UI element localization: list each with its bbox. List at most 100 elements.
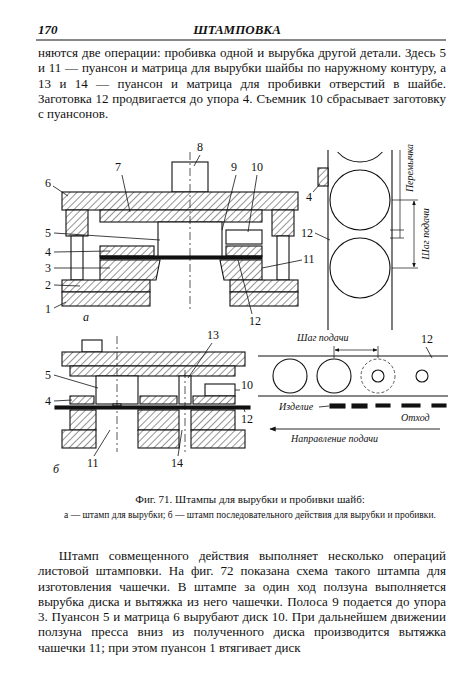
leader-lines-part — [188, 343, 212, 378]
callout-number: 2 — [44, 278, 52, 292]
callout-number: 14 — [170, 456, 184, 470]
strip-layout-b-part — [376, 404, 390, 407]
strip-layout-b-part — [378, 346, 379, 358]
die-section-b-part — [140, 396, 177, 404]
callout-number: 4 — [44, 245, 52, 259]
die-section-a-part — [100, 256, 262, 259]
leader-lines-part — [122, 175, 130, 212]
die-section-a-part — [100, 260, 160, 280]
die-section-b-part — [82, 340, 102, 352]
leader-lines-part — [54, 251, 110, 252]
callout-number: 10 — [250, 160, 264, 174]
strip-layout-a — [318, 150, 418, 330]
annotation: Отход — [400, 412, 431, 424]
leader-lines-part — [54, 233, 160, 240]
annotation: Направление подачи — [290, 433, 379, 445]
strip-layout-b-part — [402, 404, 420, 407]
die-section-b-part — [138, 410, 179, 430]
die-section-b-part — [70, 410, 96, 430]
callout-number: 4 — [44, 394, 52, 408]
leader-lines-part — [315, 233, 330, 240]
strip-layout-a-part — [318, 168, 328, 186]
die-section-a-part — [230, 280, 298, 292]
leader-lines-part — [248, 175, 257, 232]
die-section-a-part — [66, 210, 88, 236]
strip-layout-a-part — [338, 152, 383, 162]
strip-layout-a-part — [392, 268, 418, 269]
die-section-b-part — [205, 384, 235, 396]
callout-number: 7 — [114, 160, 122, 174]
callout-number: 13 — [206, 328, 220, 342]
leader-lines-part — [54, 375, 98, 388]
strip-layout-b-part — [432, 404, 446, 407]
callout-number: 5 — [44, 226, 52, 240]
leader-lines-part — [54, 285, 80, 286]
die-section-b-part — [55, 406, 250, 409]
leader-lines-part — [313, 184, 320, 192]
die-section-b-part — [191, 430, 245, 448]
callout-number: 11 — [302, 252, 316, 266]
callout-number: 10 — [240, 378, 254, 392]
leader-lines-part — [54, 400, 72, 401]
strip-layout-b-part — [317, 359, 351, 393]
strip-layout-b — [258, 346, 448, 429]
leader-lines-part — [94, 430, 110, 456]
callout-number: 8 — [196, 140, 204, 154]
dimension-label: Шаг подачи — [420, 207, 432, 260]
strip-layout-a-part — [330, 238, 390, 298]
die-section-a-part — [230, 292, 298, 306]
strip-layout-b-part — [270, 429, 440, 430]
die-section-a-part — [272, 210, 294, 236]
callout-number: 5 — [44, 368, 52, 382]
die-section-a-part — [62, 292, 150, 306]
die-section-b-part — [62, 430, 96, 448]
figure-letter: б — [52, 462, 60, 476]
die-section-a-part — [226, 246, 262, 256]
strip-layout-b-part — [361, 359, 395, 393]
header-rule — [36, 40, 446, 41]
leader-lines-part — [54, 268, 110, 269]
die-section-a-part — [277, 236, 289, 280]
die-section-a-part — [190, 152, 191, 312]
body-text: няются две операции: пробивка одной и вы… — [38, 45, 446, 121]
leader-lines-part — [54, 302, 66, 308]
leader-lines-part — [53, 186, 68, 196]
callout-number: 4 — [305, 190, 313, 204]
die-section-b-part — [193, 396, 235, 404]
strip-layout-b-part — [334, 346, 335, 358]
die-section-b-part — [117, 336, 118, 452]
callout-number: 1 — [44, 302, 52, 316]
annotation: Изделие — [278, 401, 314, 413]
leader-lines-part — [222, 175, 236, 230]
die-section-b-part — [70, 366, 235, 376]
figure-caption: Фиг. 71. Штампы для вырубки и пробивки ш… — [135, 493, 365, 506]
strip-layout-b-part — [258, 395, 448, 396]
leader-lines-part — [319, 406, 329, 407]
die-section-a-part — [62, 192, 298, 210]
die-section-a-part — [226, 230, 262, 244]
figure-letter: а — [82, 310, 90, 324]
callout-number: 11 — [86, 456, 100, 470]
callout-number: 12 — [240, 412, 254, 426]
strip-layout-a-part — [414, 201, 415, 267]
strip-layout-a-part — [392, 200, 418, 201]
callout-number: 12 — [300, 226, 314, 240]
die-section-b-part — [138, 430, 179, 448]
die-section-a-part — [71, 236, 83, 280]
strip-layout-a-part — [400, 150, 401, 238]
leader-lines-part — [194, 155, 200, 166]
die-section-a — [62, 152, 298, 312]
strip-layout-a-part — [330, 170, 390, 230]
die-section-b-part — [185, 370, 186, 452]
strip-layout-a-part — [390, 238, 404, 239]
strip-layout-b-part — [352, 404, 367, 408]
strip-layout-b-part — [330, 404, 345, 408]
die-section-a-part — [100, 210, 262, 222]
strip-layout-b-part — [258, 355, 448, 356]
callout-number: 12 — [248, 314, 262, 328]
leader-lines-part — [238, 260, 252, 314]
callout-number: 12 — [420, 332, 434, 346]
strip-layout-b-part — [372, 370, 384, 382]
